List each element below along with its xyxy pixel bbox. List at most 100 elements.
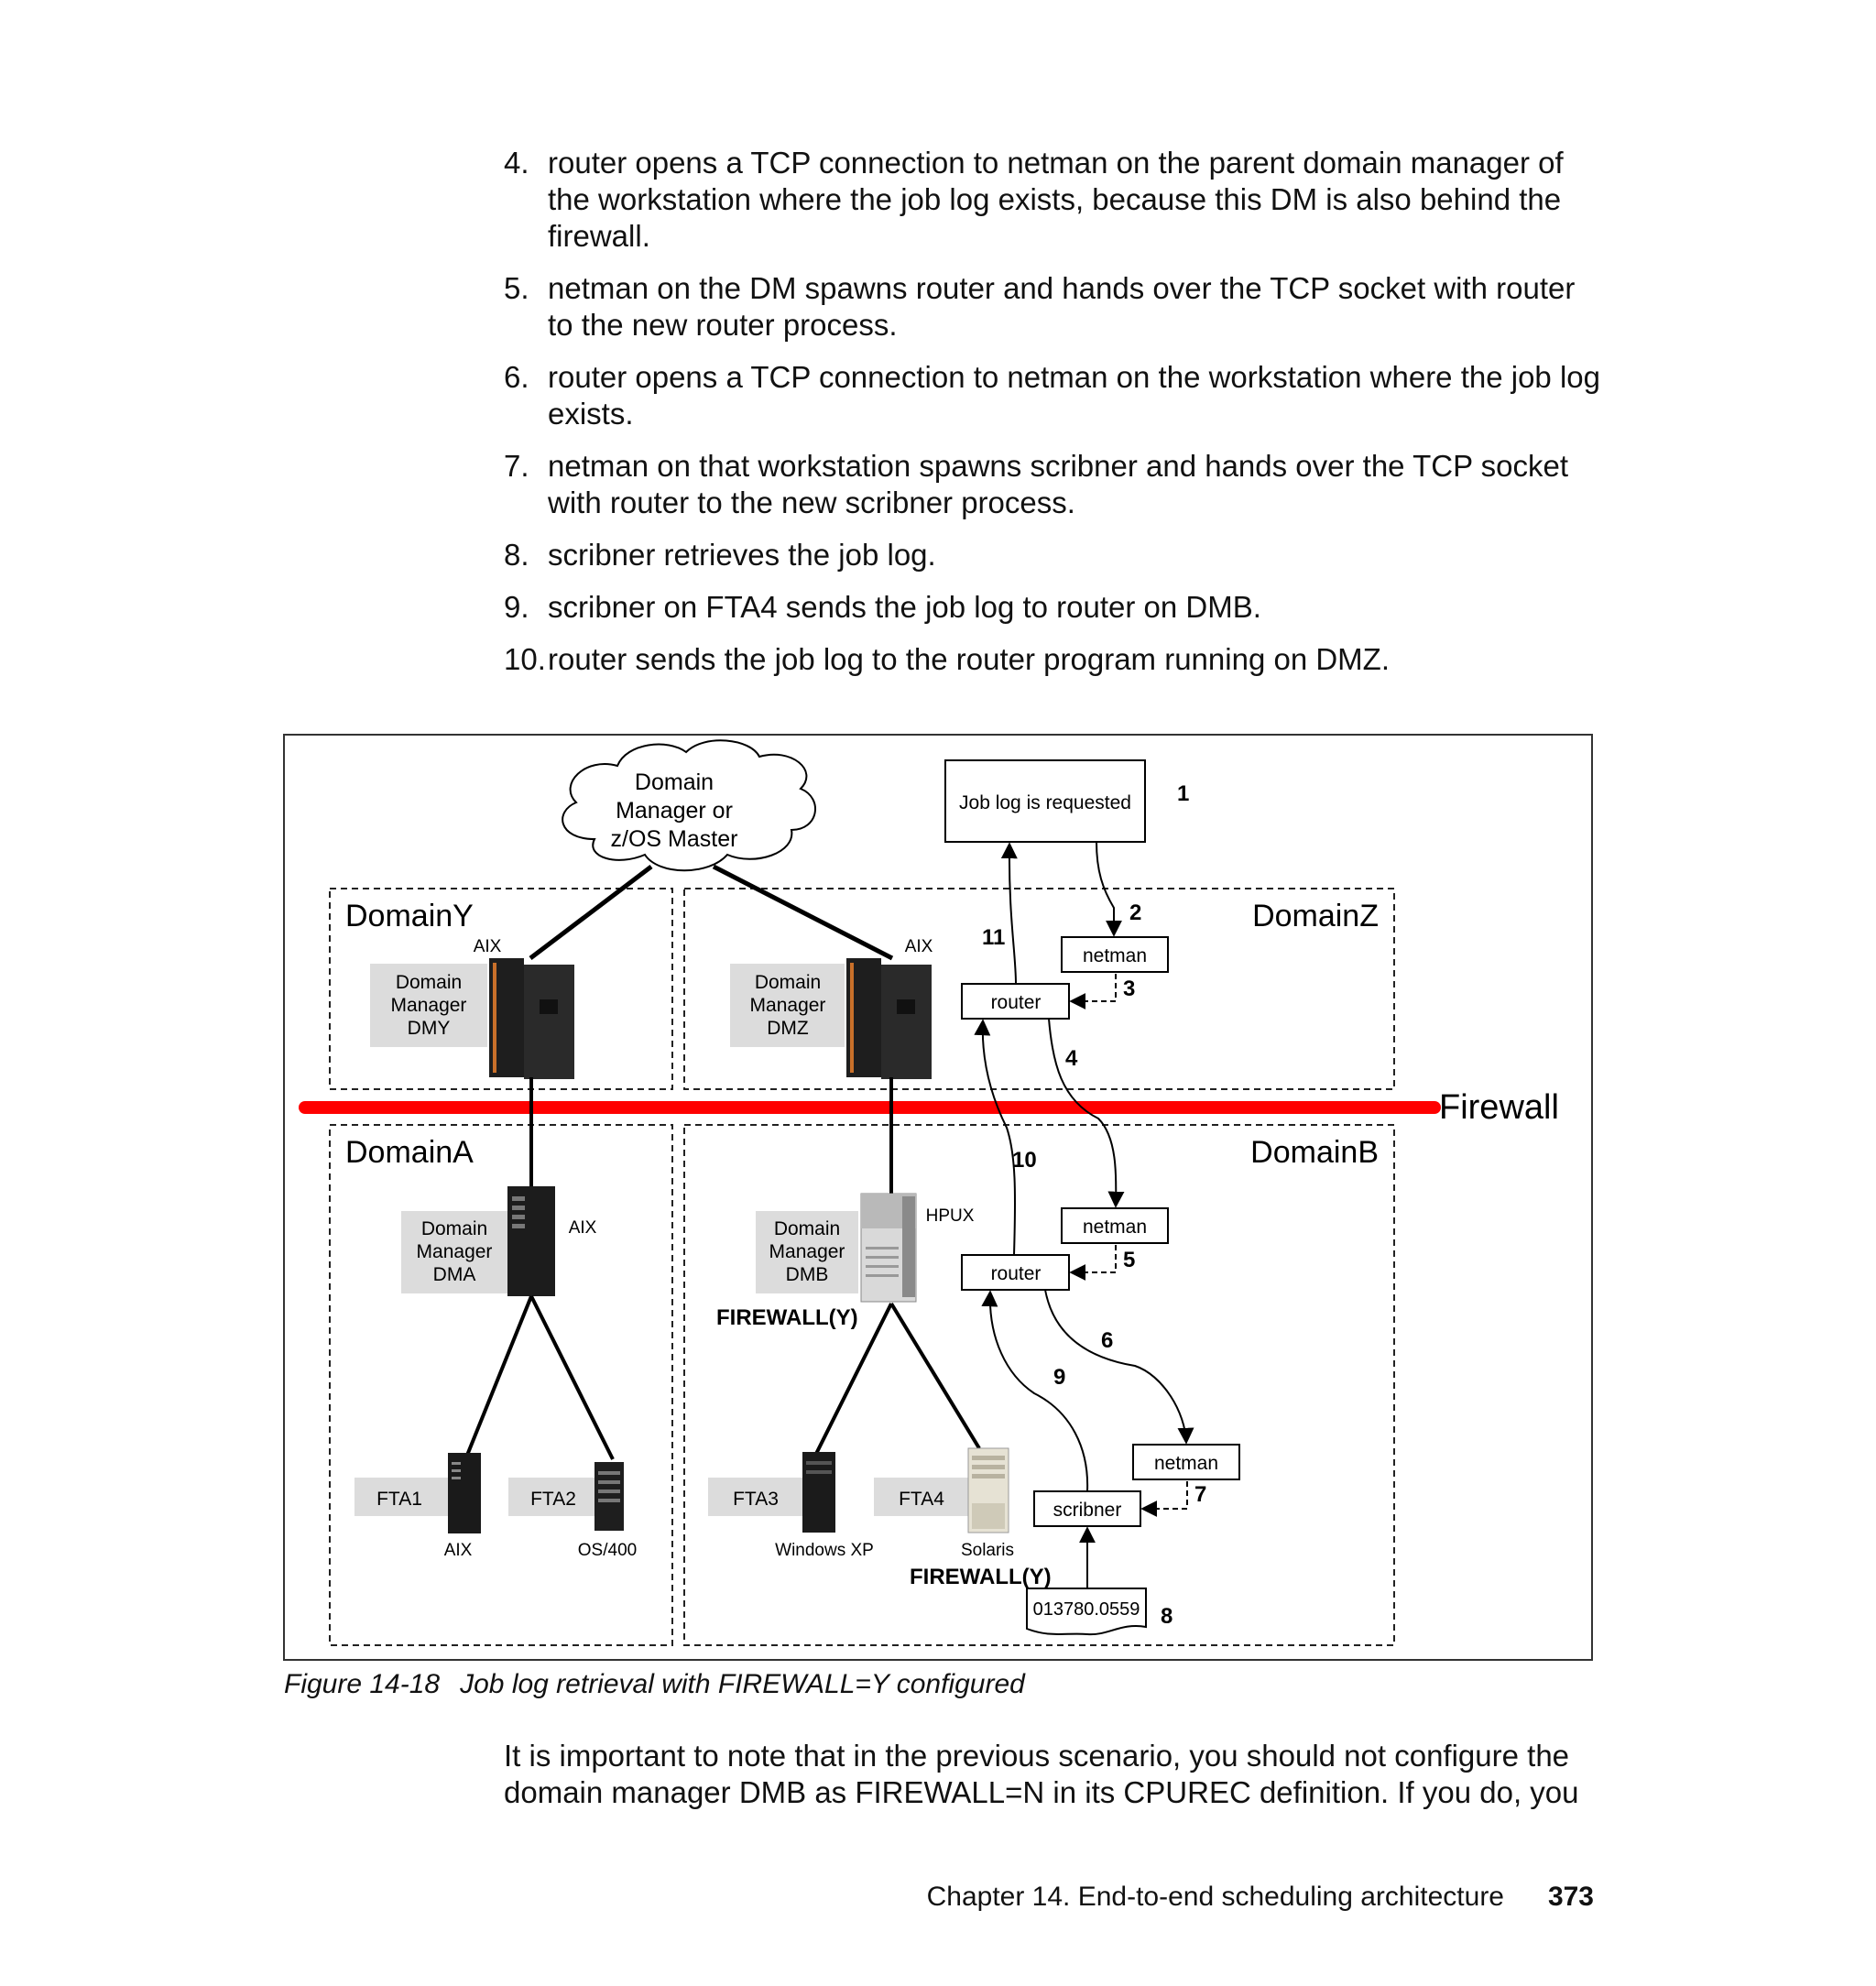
step-number: 10.	[504, 642, 546, 676]
server-icon-dmz	[846, 958, 932, 1079]
dmb-label-bg	[756, 1211, 858, 1293]
dmb-label-line: Domain	[774, 1218, 840, 1239]
fta3-os-label: Windows XP	[775, 1541, 874, 1560]
step-label-4: 4	[1065, 1046, 1078, 1071]
cloud-icon	[562, 739, 816, 872]
dmz-label-bg	[730, 964, 845, 1047]
firewall-label: Firewall	[1439, 1088, 1559, 1127]
step-label-5: 5	[1123, 1248, 1135, 1272]
step-text: router opens a TCP connection to netman …	[548, 146, 1564, 253]
cloud-label-line: z/OS Master	[611, 826, 738, 852]
fta4-os-label: Solaris	[961, 1541, 1014, 1560]
arrow-step-5	[1069, 1245, 1117, 1281]
step-label-9: 9	[1053, 1365, 1065, 1390]
router-box-dmz	[961, 983, 1070, 1020]
step-text: router opens a TCP connection to netman …	[548, 360, 1600, 431]
step-text: netman on the DM spawns router and hands…	[548, 271, 1576, 342]
arrow-step-11	[1000, 842, 1018, 985]
dmz-os-label: AIX	[905, 937, 933, 956]
netman-label: netman	[1083, 1217, 1147, 1238]
figure-title: Job log retrieval with FIREWALL=Y config…	[460, 1669, 1025, 1699]
domain-a-label: DomainA	[345, 1135, 474, 1170]
job-log-request-label: Job log is requested	[959, 792, 1131, 813]
netman-box-dmz	[1061, 936, 1169, 973]
domain-b-box	[683, 1124, 1395, 1646]
server-icon-fta4	[967, 1447, 1009, 1533]
dmy-os-label: AIX	[474, 937, 502, 956]
scribner-label: scribner	[1053, 1500, 1122, 1521]
fta2-label: FTA2	[530, 1489, 576, 1510]
link-cloud-dmy	[529, 865, 653, 960]
link-dmb-fta4	[889, 1302, 981, 1450]
router-label: router	[991, 1263, 1042, 1284]
steps-list: 4. router opens a TCP connection to netma…	[504, 145, 1603, 693]
job-log-file-icon	[1026, 1588, 1147, 1636]
step-item: 9.scribner on FTA4 sends the job log to …	[504, 589, 1603, 626]
link-dma-fta1	[464, 1295, 533, 1458]
step-number: 8.	[504, 538, 529, 572]
netman-box-dmb	[1061, 1207, 1169, 1244]
step-label-1: 1	[1177, 781, 1189, 806]
server-icon-fta3	[802, 1452, 835, 1533]
figure-number: Figure 14-18	[284, 1669, 441, 1699]
step-number: 5.	[504, 271, 529, 305]
dma-label-bg	[401, 1211, 507, 1293]
dmy-label-line: Manager	[391, 995, 467, 1016]
step-item: 5. netman on the DM spawns router and han…	[504, 270, 1603, 344]
server-icon-dmy	[489, 958, 574, 1079]
step-label-6: 6	[1101, 1328, 1113, 1353]
domain-b-label: DomainB	[1250, 1135, 1379, 1170]
job-log-file-label: 013780.0559	[1033, 1599, 1140, 1620]
link-dmb-fta3	[813, 1303, 893, 1458]
dmb-firewall-flag: FIREWALL(Y)	[716, 1305, 858, 1330]
arrow-step-7	[1140, 1481, 1188, 1517]
step-item: 7.netman on that workstation spawns scri…	[504, 448, 1603, 521]
dmy-label-line: DMY	[408, 1018, 451, 1039]
dmy-label-line: Domain	[396, 972, 462, 993]
server-icon-dmb	[860, 1193, 917, 1303]
dmz-label-line: Manager	[750, 995, 826, 1016]
arrow-step-3	[1069, 974, 1117, 1009]
domain-y-label: DomainY	[345, 899, 474, 933]
domain-a-box	[329, 1124, 673, 1646]
server-icon-fta1	[448, 1453, 481, 1533]
fta1-label: FTA1	[376, 1489, 422, 1510]
step-text: router sends the job log to the router p…	[548, 642, 1390, 676]
dmb-label-line: DMB	[786, 1264, 829, 1285]
step-label-11: 11	[982, 925, 1005, 950]
dma-label-line: Domain	[421, 1218, 487, 1239]
fta1-os-label: AIX	[444, 1541, 473, 1560]
link-cloud-dmz	[712, 864, 894, 961]
figure-job-log-retrieval: DomainY DomainZ DomainA DomainB Domain M…	[283, 734, 1593, 1661]
arrow-step-2	[1096, 841, 1122, 937]
netman-label: netman	[1083, 945, 1147, 966]
domain-z-box	[683, 888, 1395, 1090]
fta1-label-bg	[354, 1478, 458, 1516]
dmy-label-bg	[370, 964, 487, 1047]
fta4-label-bg	[874, 1478, 976, 1516]
fta3-label: FTA3	[733, 1489, 779, 1510]
domain-y-box	[329, 888, 673, 1090]
step-item: 8.scribner retrieves the job log.	[504, 537, 1603, 573]
step-number: 4.	[504, 146, 529, 180]
dmz-label-line: Domain	[755, 972, 821, 993]
step-item: 4. router opens a TCP connection to netma…	[504, 145, 1603, 255]
fta2-os-label: OS/400	[578, 1541, 637, 1560]
link-dma-fta2	[529, 1295, 615, 1460]
diagram-svg: DomainY DomainZ DomainA DomainB Domain M…	[283, 734, 1593, 1661]
dmz-label-line: DMZ	[767, 1018, 809, 1039]
server-icon-dma	[507, 1186, 555, 1296]
router-label: router	[991, 992, 1042, 1013]
job-log-request-box	[944, 759, 1146, 843]
fta3-label-bg	[708, 1478, 811, 1516]
fta4-firewall-flag: FIREWALL(Y)	[910, 1565, 1052, 1589]
page-number: 373	[1547, 1882, 1594, 1912]
dmb-os-label: HPUX	[926, 1206, 975, 1226]
cloud-label-line: Manager or	[616, 798, 733, 824]
step-text: scribner on FTA4 sends the job log to ro…	[548, 590, 1261, 624]
server-icon-fta2	[594, 1462, 624, 1531]
step-item: 10.router sends the job log to the route…	[504, 641, 1603, 678]
arrow-step-10	[974, 1019, 1017, 1256]
dmb-label-line: Manager	[769, 1241, 845, 1262]
step-label-10: 10	[1012, 1148, 1037, 1173]
